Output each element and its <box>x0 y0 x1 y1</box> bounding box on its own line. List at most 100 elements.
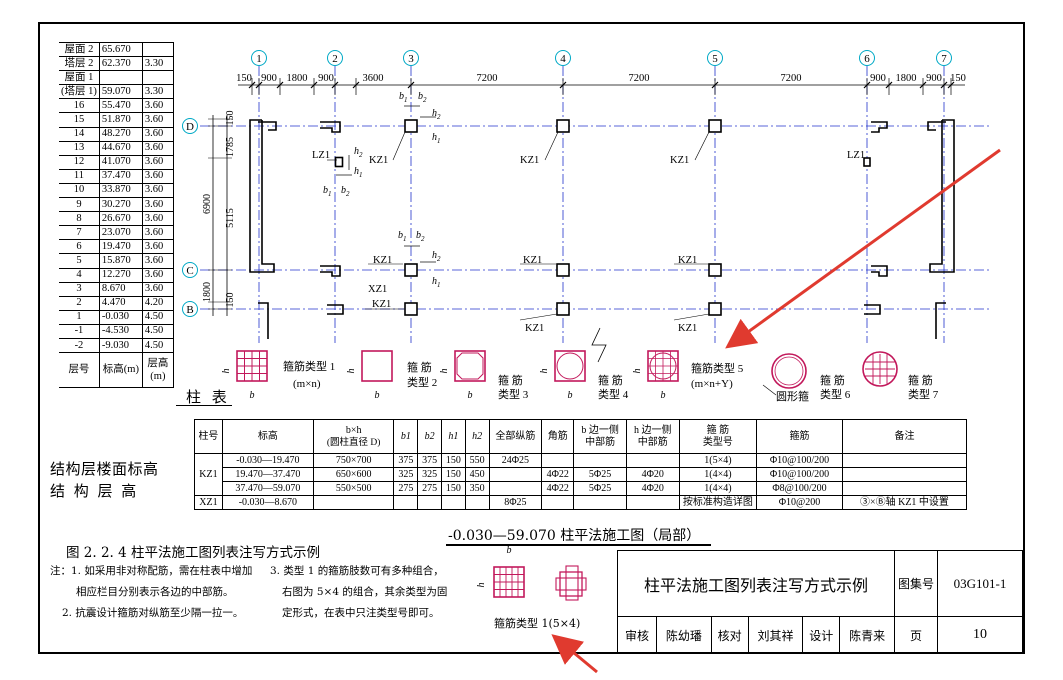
cell-bh: 550×500 <box>312 481 395 496</box>
cell-all <box>488 481 543 496</box>
cell-bmid <box>573 495 627 510</box>
b2-sub: 2 <box>421 235 425 243</box>
level-name: 屋面 2 <box>59 41 100 57</box>
axis-number: 5 <box>712 53 718 65</box>
stirrup-type-2 <box>361 350 393 382</box>
column-2-b <box>327 304 344 315</box>
cell-bmid: 5Φ25 <box>573 467 627 482</box>
level-height: 3.30 <box>141 56 174 72</box>
column-6-b <box>864 304 881 315</box>
cell-h1: 150 <box>440 467 466 482</box>
cell-note <box>841 481 968 496</box>
note-3b: 右图为 5×4 的组合，其余类型为固 <box>282 586 448 598</box>
cell-b1: 375 <box>393 453 419 468</box>
axis-bubble <box>707 50 723 66</box>
plan-title-underline <box>446 544 711 546</box>
lz1-column <box>334 156 344 168</box>
stirrup-label-7b: 类型 7 <box>908 387 939 401</box>
bottom-stirrup-label: 箍筋类型 1(5×4) <box>494 617 581 630</box>
left-dim-text: 1785 <box>225 137 236 157</box>
stirrup-b-label: b <box>507 545 512 556</box>
annotation-arrows <box>551 148 1001 674</box>
cell-elev: -0.030—8.670 <box>221 495 314 510</box>
wall-column-left-cap <box>258 121 277 131</box>
cell-b2 <box>417 495 442 510</box>
cell-corner <box>541 453 575 468</box>
axis-bubble <box>182 118 198 134</box>
h1-sub: 1 <box>437 281 441 289</box>
cell-b1 <box>393 495 419 510</box>
level-footer-col2: 标高(m) <box>98 352 143 389</box>
h1-label: h <box>432 276 437 287</box>
cell-elev: 37.470—59.070 <box>221 481 314 496</box>
header-bh: b×h(圆柱直径 D) <box>312 419 395 454</box>
axis-bubble <box>555 50 571 66</box>
kz1-label: KZ1 <box>372 299 391 310</box>
cell-elev: -0.030—19.470 <box>221 453 314 468</box>
cell-id: KZ1 <box>194 453 223 496</box>
level-name: 屋面 1 <box>59 70 100 85</box>
level-elevation: 51.870 <box>98 112 143 128</box>
stirrup-h-label: h <box>632 369 643 374</box>
top-dim-text: 150 <box>236 73 252 84</box>
header-b-mid: b 边一侧中部筋 <box>573 419 627 454</box>
kz1-column <box>404 302 418 316</box>
stirrup-type-4 <box>554 350 586 382</box>
cell-b2: 375 <box>417 453 442 468</box>
column-2-d <box>320 121 341 133</box>
axis-bubble <box>403 50 419 66</box>
stirrup-type-7 <box>862 351 898 387</box>
stirrup-label-1b: (m×n) <box>293 378 321 390</box>
header-b2: b2 <box>417 419 442 454</box>
top-dim-text: 1800 <box>896 73 917 84</box>
level-height: 3.60 <box>141 98 174 114</box>
stirrup-label-1a: 箍筋类型 1 <box>283 359 335 373</box>
note-1a: 注：1. 如采用非对称配筋，需在柱表中增加 <box>50 565 253 577</box>
stirrup-type-6 <box>771 353 807 389</box>
level-caption-2: 结 构 层 高 <box>50 482 139 500</box>
check-label: 核对 <box>710 616 749 654</box>
atlas-number: 03G101-1 <box>937 550 1023 617</box>
kz1-label: KZ1 <box>373 255 392 266</box>
b1-sub: 1 <box>404 96 408 104</box>
cell-all <box>488 467 543 482</box>
cell-h2: 550 <box>464 453 490 468</box>
header-corner: 角筋 <box>541 419 575 454</box>
level-height <box>141 70 174 85</box>
wall-column-right-lower <box>935 302 946 339</box>
lz1-label: LZ1 <box>312 150 330 161</box>
left-dim-text: 150 <box>225 293 236 308</box>
level-name: -2 <box>59 337 100 354</box>
cell-bmid <box>573 453 627 468</box>
b1-sub: 1 <box>328 190 332 198</box>
h1-label: h <box>432 132 437 143</box>
note-1b: 相应栏目分别表示各边的中部筋。 <box>76 586 234 598</box>
cell-note <box>841 453 968 468</box>
b2-label: b <box>418 91 423 102</box>
stirrup-type-3 <box>454 350 486 382</box>
plan-title: -0.030—59.070 柱平法施工图（局部） <box>448 528 701 544</box>
cell-stirrup: Φ10@100/200 <box>756 467 843 482</box>
top-dim-text: 900 <box>318 73 334 84</box>
level-footer-col1: 层号 <box>59 352 100 389</box>
h1-label: h <box>354 166 359 177</box>
stirrup-b-label: b <box>468 390 473 401</box>
stirrup-h-label: h <box>439 369 450 374</box>
level-table-footer: 层号标高(m)层高(m) <box>59 352 174 389</box>
cell-corner <box>541 495 575 510</box>
level-name: (塔层 1) <box>59 84 100 100</box>
reviewer-name: 陈幼璠 <box>656 616 712 654</box>
top-dim-text: 7200 <box>781 73 802 84</box>
stirrup-h-label: h <box>346 369 357 374</box>
note-3a: 3. 类型 1 的箍筋肢数可有多种组合， <box>270 565 444 577</box>
